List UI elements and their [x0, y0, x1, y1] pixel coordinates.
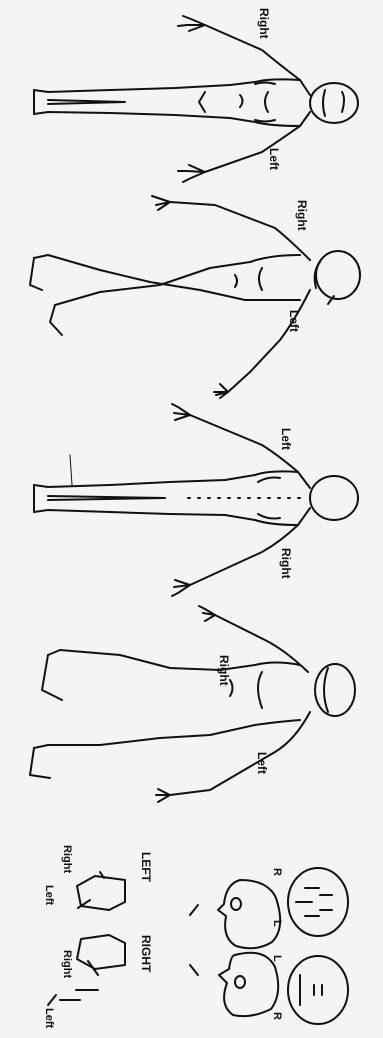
feet-bottom-left-label: Left: [43, 1008, 54, 1028]
face-l-label: L: [271, 920, 282, 927]
figure-2-left-label: Left: [288, 310, 300, 332]
back-r-label: R: [271, 1012, 282, 1020]
feet-top-left-label: Left: [43, 885, 54, 905]
head-detail-views: [190, 868, 348, 1024]
figure-1-right-label: Right: [258, 8, 270, 39]
figure-3-left-label: Left: [280, 428, 292, 450]
head-right-label: RIGHT: [140, 935, 152, 972]
figure-4-right-label: Right: [218, 655, 230, 686]
back-l-label: L: [271, 955, 282, 962]
figure-1-left-label: Left: [268, 148, 280, 170]
figure-front-view: [34, 16, 358, 182]
figure-2-right-label: Right: [296, 200, 308, 231]
figure-3-right-label: Right: [280, 548, 292, 579]
figure-side-view: [30, 196, 360, 398]
figure-back-view: [34, 404, 358, 596]
feet-bottom-right-label: Right: [61, 950, 72, 978]
feet-top-right-label: Right: [61, 845, 72, 873]
figure-oblique-view: [30, 606, 355, 802]
figure-4-left-label: Left: [256, 752, 268, 774]
feet-detail-views: [48, 872, 125, 1005]
face-r-label: R: [271, 868, 282, 876]
head-left-label: LEFT: [140, 852, 152, 882]
